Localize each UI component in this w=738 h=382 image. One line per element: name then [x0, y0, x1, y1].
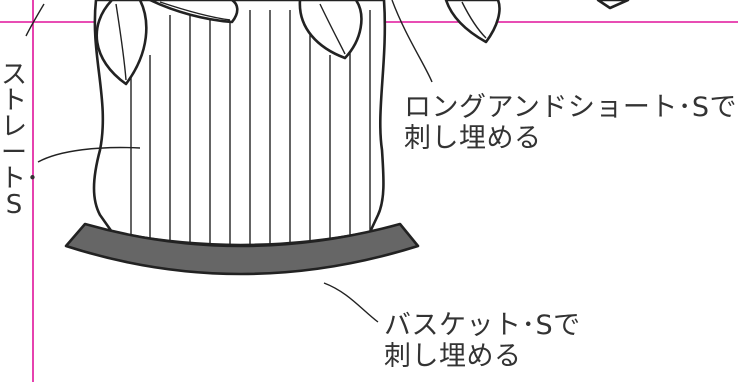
leaf-center	[298, 0, 363, 60]
leaves	[95, 0, 630, 86]
straight-stitch-lines	[130, 10, 371, 252]
long-short-label-line1: ロングアンドショート･Sで	[404, 92, 738, 123]
basket-label-line2: 刺し埋める	[384, 341, 522, 372]
long-short-label-line2: 刺し埋める	[404, 123, 542, 154]
leader-straight	[37, 146, 141, 163]
leader-basket	[323, 282, 379, 323]
leader-straight-top	[25, 3, 45, 37]
basket-label-line1: バスケット･Sで	[384, 310, 581, 341]
leaf-far-right	[596, 0, 630, 10]
leader-long-short	[391, 0, 433, 83]
straight-stitch-label: ストレート･S	[0, 60, 40, 220]
basket-band	[64, 222, 420, 276]
basket-label: バスケット･Sで 刺し埋める	[384, 310, 581, 372]
long-short-label: ロングアンドショート･Sで 刺し埋める	[404, 92, 737, 154]
